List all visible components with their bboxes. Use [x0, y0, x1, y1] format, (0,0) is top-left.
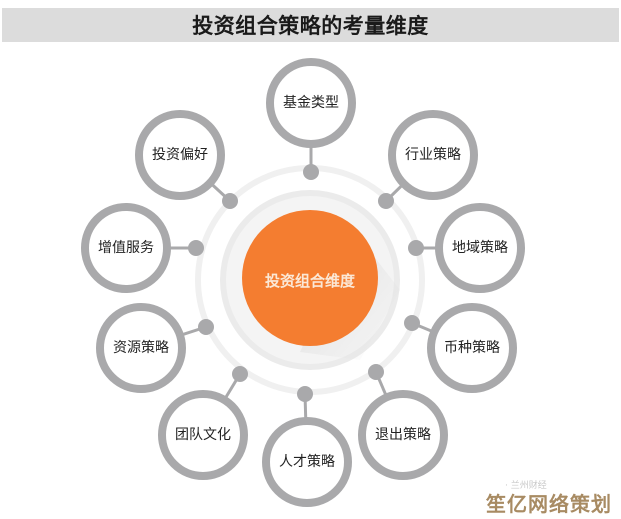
connector-dot	[198, 319, 214, 335]
node-ring	[262, 417, 352, 507]
node-ring	[266, 58, 356, 148]
node-label: 行业策略	[405, 147, 461, 163]
node-label: 人才策略	[279, 454, 335, 470]
connector-dot	[232, 366, 248, 382]
node-label: 资源策略	[113, 340, 169, 356]
node-ring	[135, 110, 225, 200]
center-circle	[242, 210, 378, 346]
connector-dot	[408, 240, 424, 256]
node-ring	[427, 303, 517, 393]
node-label: 币种策略	[444, 340, 500, 356]
connector-dot	[303, 164, 319, 180]
connector-dot	[404, 315, 420, 331]
diagram-title: 投资组合策略的考量维度	[192, 14, 429, 38]
node-label: 退出策略	[375, 427, 431, 443]
node-label: 增值服务	[98, 240, 154, 256]
watermark-faint: · 兰州财经	[505, 481, 547, 491]
center-label: 投资组合维度	[264, 272, 355, 290]
node-label: 地域策略	[452, 240, 508, 256]
connector-dot	[378, 193, 394, 209]
node-label: 团队文化	[175, 427, 231, 443]
connector-dot	[188, 240, 204, 256]
watermark: 笙亿网络策划	[486, 492, 612, 516]
node-ring	[158, 390, 248, 480]
node-label: 基金类型	[283, 95, 339, 111]
node-label: 投资偏好	[152, 147, 208, 163]
node-ring	[96, 303, 186, 393]
connector-dot	[368, 364, 384, 380]
node-ring	[435, 203, 525, 293]
node-ring	[358, 390, 448, 480]
connector-dot	[222, 193, 238, 209]
node-ring	[81, 203, 171, 293]
title-bar: 投资组合策略的考量维度	[2, 8, 619, 42]
node-ring	[388, 110, 478, 200]
connector-dot	[297, 386, 313, 402]
